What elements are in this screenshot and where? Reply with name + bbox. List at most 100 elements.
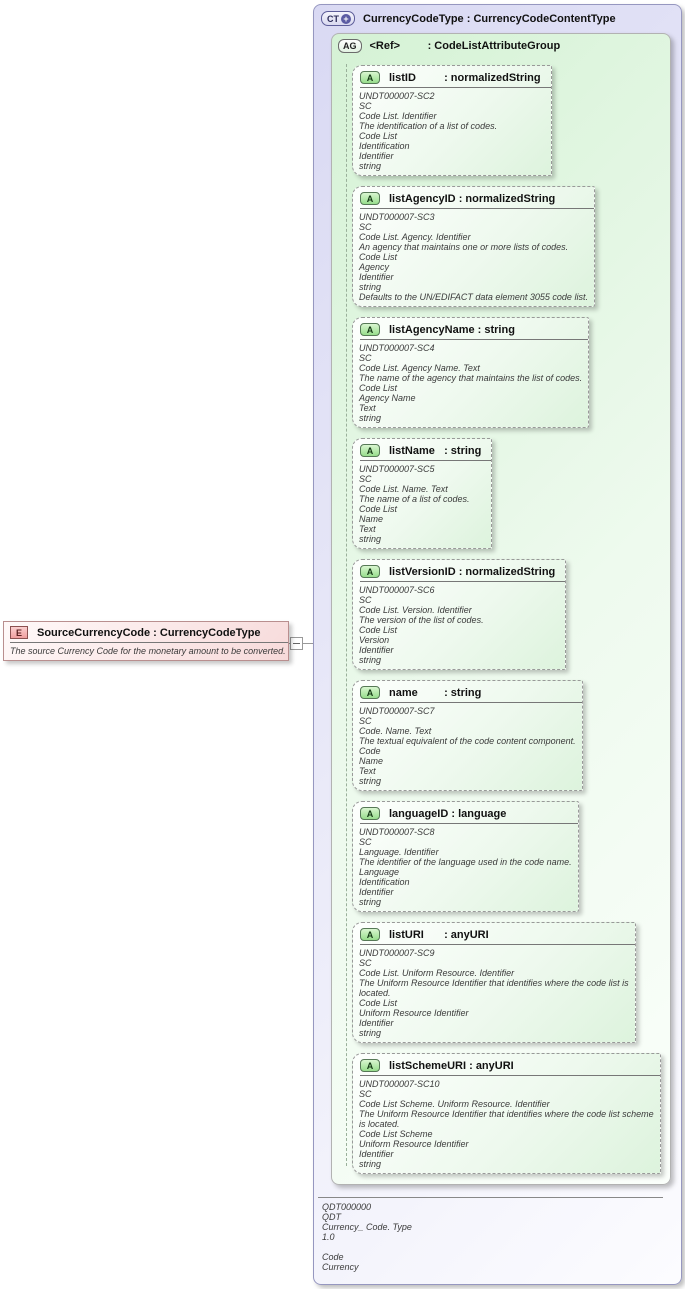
annotation-line: SC (359, 353, 372, 363)
attribute-header[interactable]: A listID : normalizedString (353, 66, 551, 87)
annotation-line: Identifier (359, 645, 394, 655)
annotation-line: Name (359, 756, 384, 766)
annotation-line: string (359, 1028, 382, 1038)
annotation-line: Code List. Identifier (359, 111, 437, 121)
annotation-line: string (359, 282, 382, 292)
annotation-line: 1.0 (322, 1232, 335, 1242)
annotation-line: Code List Scheme (359, 1129, 433, 1139)
annotation-line: UNDT000007-SC7 (359, 706, 435, 716)
annotation-line: Code List. Agency Name. Text (359, 363, 480, 373)
annotation-line: Code List Scheme. Uniform Resource. Iden… (359, 1099, 550, 1109)
attribute-badge-icon: A (360, 192, 380, 205)
element-header[interactable]: E SourceCurrencyCode : CurrencyCodeType (4, 622, 288, 642)
annotation-line: UNDT000007-SC3 (359, 212, 435, 222)
attribute-group-node[interactable]: AG <Ref> : CodeListAttributeGroup A list… (331, 33, 671, 1185)
annotation-line: Code List. Uniform Resource. Identifier (359, 968, 515, 978)
attribute-name: listURI (389, 928, 424, 941)
annotation-line: Code (359, 746, 381, 756)
complex-type-badge-icon: CT + (321, 11, 355, 26)
attribute-node[interactable]: A listVersionID : normalizedString UNDT0… (352, 559, 567, 670)
annotation-line: string (359, 413, 382, 423)
attribute-group-ref: <Ref> (369, 40, 401, 52)
annotation-line: The Uniform Resource Identifier that ide… (359, 978, 629, 988)
divider (360, 87, 551, 88)
divider (360, 944, 635, 945)
attribute-name: listAgencyName (389, 323, 475, 336)
attribute-badge-icon: A (360, 1059, 380, 1072)
element-name: SourceCurrencyCode : CurrencyCodeType (37, 626, 261, 639)
annotation-line: Agency (359, 262, 390, 272)
annotation-line (322, 1242, 673, 1252)
annotation-line: Code List. Name. Text (359, 484, 448, 494)
annotation-line: UNDT000007-SC10 (359, 1079, 440, 1089)
annotation-line: SC (359, 837, 372, 847)
attribute-header[interactable]: A listSchemeURI : anyURI (353, 1054, 660, 1075)
attribute-type: : normalizedString (458, 565, 556, 578)
attribute-node[interactable]: A listSchemeURI : anyURI UNDT000007-SC10… (352, 1053, 661, 1174)
connector-dash-icon (293, 643, 300, 644)
annotation-line: Code (322, 1252, 344, 1262)
annotation-line: Code List. Version. Identifier (359, 605, 472, 615)
complex-type-header[interactable]: CT + CurrencyCodeType : CurrencyCodeCont… (314, 5, 681, 29)
attribute-badge-icon: A (360, 807, 380, 820)
attribute-group-type: : CodeListAttributeGroup (427, 40, 561, 52)
annotation-line: Version (359, 635, 390, 645)
annotation-line: QDT000000 (322, 1202, 372, 1212)
attribute-type: : anyURI (469, 1059, 514, 1072)
attribute-badge-icon: A (360, 928, 380, 941)
annotation-line: string (359, 897, 382, 907)
attribute-name: languageID (389, 807, 449, 820)
annotation-line: Defaults to the UN/EDIFACT data element … (359, 292, 588, 302)
attribute-type: : anyURI (444, 928, 489, 941)
annotation-line: The Uniform Resource Identifier that ide… (359, 1109, 654, 1119)
attribute-name: listAgencyID (389, 192, 456, 205)
connector-line-right (303, 643, 313, 644)
annotation-line: located. (359, 988, 391, 998)
attribute-group-header[interactable]: AG <Ref> : CodeListAttributeGroup (332, 34, 670, 55)
attribute-node[interactable]: A listAgencyID : normalizedString UNDT00… (352, 186, 595, 307)
attribute-type: : string (477, 323, 515, 336)
element-node-source-currency-code[interactable]: E SourceCurrencyCode : CurrencyCodeType … (3, 621, 289, 661)
annotation-line: Language. Identifier (359, 847, 439, 857)
reference-connector-icon[interactable] (290, 637, 303, 650)
annotation-line: Language (359, 867, 400, 877)
annotation-line: Identifier (359, 1018, 394, 1028)
annotation-line: QDT (322, 1212, 341, 1222)
attribute-node[interactable]: A listID : normalizedString UNDT000007-S… (352, 65, 552, 176)
annotation-line: Uniform Resource Identifier (359, 1139, 469, 1149)
attribute-header[interactable]: A listAgencyID : normalizedString (353, 187, 594, 208)
attribute-type: : string (444, 686, 482, 699)
annotation-line: UNDT000007-SC8 (359, 827, 435, 837)
attribute-header[interactable]: A languageID : language (353, 802, 578, 823)
annotation-line: Code List (359, 131, 398, 141)
attribute-header[interactable]: A listURI : anyURI (353, 923, 635, 944)
annotation-line: Agency Name (359, 393, 416, 403)
attribute-header[interactable]: A name : string (353, 681, 582, 702)
attribute-header[interactable]: A listAgencyName : string (353, 318, 588, 339)
divider (360, 823, 578, 824)
expand-plus-icon[interactable]: + (341, 13, 351, 24)
annotation-line: The name of the agency that maintains th… (359, 373, 583, 383)
complex-type-node-currency-code-type[interactable]: CT + CurrencyCodeType : CurrencyCodeCont… (313, 4, 682, 1285)
annotation-line: Uniform Resource Identifier (359, 1008, 469, 1018)
complex-type-name: CurrencyCodeType : CurrencyCodeContentTy… (363, 12, 616, 25)
element-annotation: The source Currency Code for the monetar… (4, 643, 288, 660)
attribute-type: : normalizedString (444, 71, 541, 84)
attribute-type: : normalizedString (458, 192, 556, 205)
attribute-header[interactable]: A listVersionID : normalizedString (353, 560, 565, 581)
attribute-group-badge-icon: AG (338, 39, 362, 53)
attribute-type: : string (444, 444, 482, 457)
annotation-line: Identification (359, 141, 410, 151)
attribute-badge-icon: A (360, 71, 380, 84)
attribute-node[interactable]: A listAgencyName : string UNDT000007-SC4… (352, 317, 590, 428)
attribute-header[interactable]: A listName : string (353, 439, 491, 460)
divider (360, 702, 582, 703)
